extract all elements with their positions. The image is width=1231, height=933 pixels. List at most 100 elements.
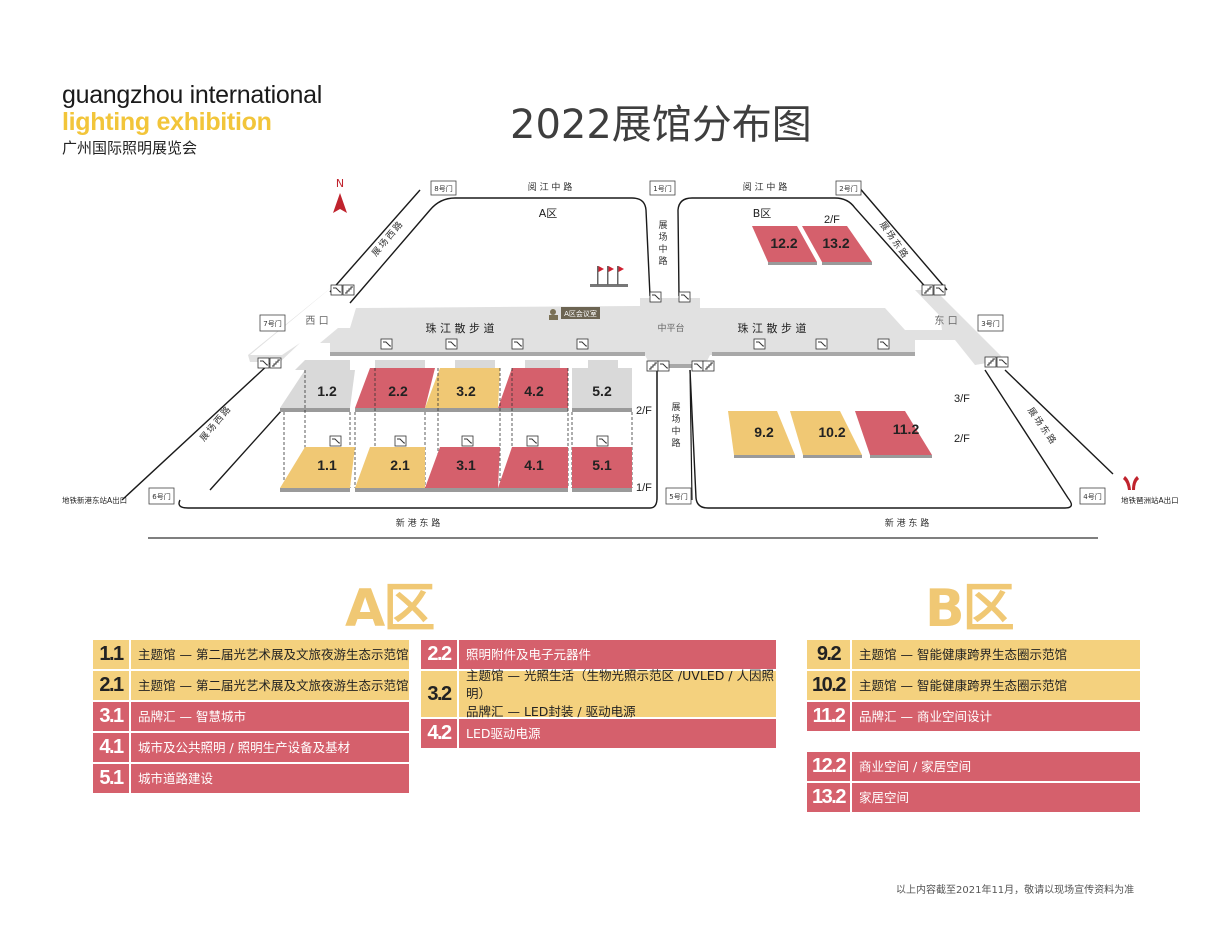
halls-b-south: 9.2 10.2 11.2 (728, 411, 932, 458)
hall-4-1[interactable]: 4.1 (498, 447, 568, 492)
hall-1-1[interactable]: 1.1 (280, 447, 355, 492)
svg-text:展: 展 (671, 402, 680, 413)
floor-label-a-1f: 1/F (636, 482, 652, 494)
legend-b-group2: 12.2 商业空间 / 家居空间 13.2 家居空间 (807, 752, 1140, 814)
road-middle-upper: 展 场 中 路 (658, 220, 667, 267)
hall-4-2[interactable]: 4.2 (498, 360, 568, 412)
legend-row-1-1: 1.1 主题馆 — 第二届光艺术展及文旅夜游生态示范馆 (93, 640, 409, 671)
legend-row-4-2: 4.2 LED驱动电源 (421, 719, 776, 750)
svg-text:9.2: 9.2 (754, 424, 774, 440)
svg-text:场: 场 (658, 232, 667, 243)
gate-2: 2号门 (839, 184, 857, 193)
west-entry-label: 西 口 (305, 316, 328, 327)
hall-3-2[interactable]: 3.2 (425, 360, 500, 412)
road-north-b: 阅 江 中 路 (743, 181, 788, 193)
svg-text:12.2: 12.2 (770, 235, 797, 251)
legend-row-3-2: 3.2 主题馆 — 光照生活（生物光照示范区 /UVLED / 人因照明） 品牌… (421, 668, 776, 719)
metro-east-label: 地铁琶洲站A出口 (1121, 495, 1179, 505)
road-west-upper: 展场西路 (369, 217, 406, 258)
floor-label-b-3f: 3/F (954, 393, 970, 405)
legend-row-13-2: 13.2 家居空间 (807, 783, 1140, 814)
floor-label-b-2f: 2/F (954, 433, 970, 445)
legend-row-2-1: 2.1 主题馆 — 第二届光艺术展及文旅夜游生态示范馆 (93, 671, 409, 702)
walkway-edge-a (330, 352, 645, 356)
road-middle-lower: 展 场 中 路 (671, 402, 680, 449)
svg-text:1.2: 1.2 (317, 383, 337, 399)
svg-text:5.1: 5.1 (592, 457, 612, 473)
legend-row-3-1: 3.1 品牌汇 — 智慧城市 (93, 702, 409, 733)
hall-1-2[interactable]: 1.2 (280, 360, 355, 412)
svg-text:3.1: 3.1 (456, 457, 476, 473)
walkway-label-east: 珠 江 散 步 道 (738, 321, 807, 335)
svg-text:10.2: 10.2 (818, 424, 845, 440)
svg-text:中: 中 (658, 243, 667, 255)
gate-4: 4号门 (1083, 492, 1101, 501)
walkway-label-west: 珠 江 散 步 道 (426, 321, 495, 335)
floor-label-a-2f: 2/F (636, 405, 652, 417)
meeting-room-label: A区会议室 (564, 309, 597, 318)
compass-label: N (336, 177, 344, 190)
road-west-lower: 展场西路 (197, 402, 234, 443)
metro-west-label: 地铁新港东站A出口 (62, 495, 127, 505)
hall-9-2[interactable]: 9.2 (728, 411, 795, 458)
logo-line-english-2: lighting exhibition (62, 108, 272, 136)
svg-text:路: 路 (671, 437, 680, 449)
legend-row-11-2: 11.2 品牌汇 — 商业空间设计 (807, 702, 1140, 733)
gate-labels: 8号门 1号门 2号门 3号门 7号门 6号门 5号门 4号门 (148, 180, 1106, 505)
legend-row-2-2: 2.2 照明附件及电子元器件 (421, 640, 776, 671)
north-arrow-icon (333, 193, 347, 213)
hall-5-1[interactable]: 5.1 (572, 447, 632, 492)
hall-13-2[interactable]: 13.2 (802, 226, 872, 265)
legend-a-col2: 2.2 照明附件及电子元器件 3.2 主题馆 — 光照生活（生物光照示范区 /U… (421, 640, 776, 750)
svg-text:5.2: 5.2 (592, 383, 612, 399)
gate-5: 5号门 (669, 492, 687, 501)
middle-platform-label: 中平台 (657, 322, 684, 334)
gate-1: 1号门 (653, 184, 671, 193)
svg-text:13.2: 13.2 (822, 235, 849, 251)
road-east-lower: 展场东路 (1025, 405, 1060, 448)
gate-3: 3号门 (981, 319, 999, 328)
hall-12-2[interactable]: 12.2 (752, 226, 817, 265)
road-south-b: 新 港 东 路 (885, 517, 930, 529)
halls-a-2f: 1.2 2.2 3.2 4.2 5.2 (280, 360, 632, 412)
svg-text:11.2: 11.2 (893, 421, 920, 437)
venue-map: N 8号门 1号门 2号门 3号门 7号门 6号门 5号门 4号门 阅 江 中 … (62, 177, 1179, 539)
hall-10-2[interactable]: 10.2 (790, 411, 862, 458)
legend-row-9-2: 9.2 主题馆 — 智能健康跨界生态圈示范馆 (807, 640, 1140, 671)
legend-b-group1: 9.2 主题馆 — 智能健康跨界生态圈示范馆 10.2 主题馆 — 智能健康跨界… (807, 640, 1140, 733)
svg-text:2.1: 2.1 (390, 457, 410, 473)
halls-b-north: 12.2 13.2 (752, 226, 872, 265)
legend-a-col1: 1.1 主题馆 — 第二届光艺术展及文旅夜游生态示范馆 2.1 主题馆 — 第二… (93, 640, 409, 795)
exhibition-logo: guangzhou international lighting exhibit… (62, 82, 322, 160)
zone-a-label: A区 (539, 207, 558, 220)
east-entry-label: 东 口 (934, 314, 957, 327)
logo-line-chinese: 广州国际照明展览会 (62, 140, 198, 157)
svg-text:展: 展 (658, 220, 667, 231)
legend-row-4-1: 4.1 城市及公共照明 / 照明生产设备及基材 (93, 733, 409, 764)
legend-row-12-2: 12.2 商业空间 / 家居空间 (807, 752, 1140, 783)
legend-row-10-2: 10.2 主题馆 — 智能健康跨界生态圈示范馆 (807, 671, 1140, 702)
legend-row-5-1: 5.1 城市道路建设 (93, 764, 409, 795)
road-east-upper: 展场东路 (877, 219, 912, 262)
hall-3-1[interactable]: 3.1 (425, 447, 500, 492)
hall-11-2[interactable]: 11.2 (855, 411, 932, 458)
meeting-icon (550, 309, 556, 315)
svg-text:3.2: 3.2 (456, 383, 476, 399)
svg-text:中: 中 (671, 425, 680, 437)
hall-2-1[interactable]: 2.1 (355, 447, 425, 492)
floor-label-b-top-2f: 2/F (824, 214, 840, 226)
zone-b-label: B区 (753, 207, 772, 220)
svg-text:4.2: 4.2 (524, 383, 544, 399)
footnote: 以上内容截至2021年11月，敬请以现场宣传资料为准 (896, 885, 1135, 896)
svg-text:4.1: 4.1 (524, 457, 544, 473)
svg-text:1.1: 1.1 (317, 457, 337, 473)
gate-7: 7号门 (263, 319, 281, 328)
hall-2-2[interactable]: 2.2 (355, 360, 435, 412)
middle-platform-edge (650, 364, 705, 368)
hall-5-2[interactable]: 5.2 (572, 360, 632, 412)
gate-6: 6号门 (152, 492, 170, 501)
page-title: 2022展馆分布图 (510, 102, 812, 148)
logo-line-english-1: guangzhou international (62, 81, 322, 109)
flags-icon (590, 266, 628, 287)
meeting-room-marker[interactable]: A区会议室 (549, 307, 600, 320)
